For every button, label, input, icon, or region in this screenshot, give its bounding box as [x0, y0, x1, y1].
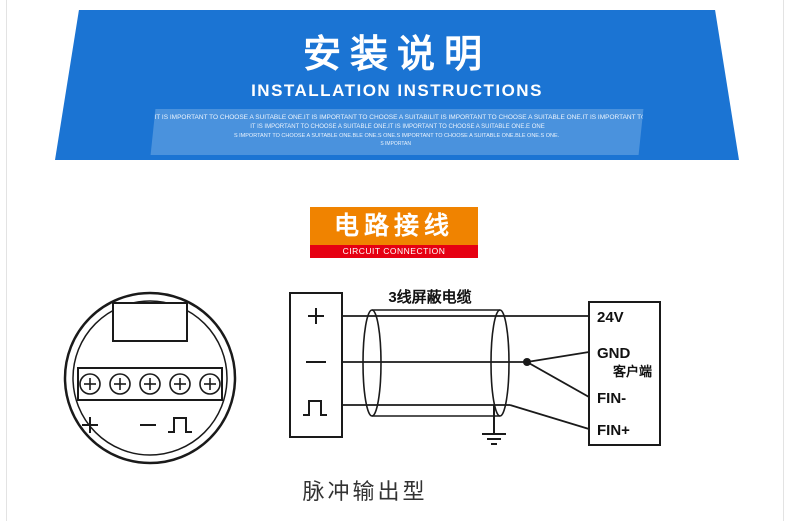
- screw-terminal-icon: [139, 373, 161, 395]
- ground-symbol-icon: [482, 405, 506, 445]
- screw-terminal-icon: [109, 373, 131, 395]
- client-side-label: 客户端: [613, 364, 652, 379]
- screw-terminals: [79, 373, 221, 395]
- shielded-cable: [362, 309, 510, 417]
- fine-print-line-3: S IMPORTANT TO CHOOSE A SUITABLE ONE.BLE…: [233, 133, 560, 140]
- screw-terminal-icon: [169, 373, 191, 395]
- circuit-connection-badge: 电路接线 CIRCUIT CONNECTION: [310, 207, 478, 258]
- wire-to-gnd: [526, 351, 590, 363]
- screw-terminal-icon: [199, 373, 221, 395]
- banner-title-en: INSTALLATION INSTRUCTIONS: [251, 81, 543, 100]
- cable-left-end: [362, 309, 382, 417]
- transmitter-head-view: [63, 291, 237, 465]
- transmitter-terminal-box: [289, 292, 343, 438]
- terminal-label-fin-minus: FIN-: [597, 390, 626, 407]
- plus-terminal-icon: [308, 308, 324, 324]
- gauge-inner-circle: [72, 300, 228, 456]
- banner-fine-print: IT IS IMPORTANT TO CHOOSE A SUITABLE ONE…: [150, 109, 644, 155]
- gauge-plus-symbol: [82, 417, 98, 433]
- wiring-diagram: 3线屏蔽电缆 24V GND FIN- FIN+ 客户端: [63, 288, 661, 465]
- terminal-label-fin-plus: FIN+: [597, 422, 630, 439]
- wire-to-fin-minus: [526, 361, 590, 398]
- pulse-terminal-icon: [303, 400, 327, 416]
- client-terminal-box: 24V GND FIN- FIN+ 客户端: [588, 301, 661, 446]
- badge-title-en: CIRCUIT CONNECTION: [310, 245, 478, 258]
- wire-to-fin-plus: [509, 404, 590, 430]
- banner-title-cn: 安装说明: [302, 34, 491, 76]
- page-edge-left: [6, 0, 7, 521]
- terminal-label-24v: 24V: [597, 309, 624, 326]
- cable-label: 3线屏蔽电缆: [388, 288, 471, 306]
- diagram-caption: 脉冲输出型: [302, 479, 428, 504]
- fine-print-line-1: IT IS IMPORTANT TO CHOOSE A SUITABLE ONE…: [154, 114, 644, 121]
- terminal-label-gnd: GND: [597, 345, 631, 362]
- wires: [342, 315, 590, 430]
- client-box-outline: [588, 301, 661, 446]
- wire-junction-dot: [523, 358, 531, 366]
- gauge-outer-circle: [63, 291, 237, 465]
- screw-terminal-icon: [79, 373, 101, 395]
- cable-right-end: [490, 309, 510, 417]
- gauge-pulse-symbol: [168, 417, 192, 433]
- fine-print-line-2: IT IS IMPORTANT TO CHOOSE A SUITABLE ONE…: [250, 124, 545, 131]
- badge-title-cn: 电路接线: [310, 207, 478, 245]
- gauge-top-block: [112, 302, 188, 342]
- page-edge-right: [783, 0, 784, 521]
- fine-print-line-4: S IMPORTAN: [380, 140, 411, 147]
- terminal-box-outline: [289, 292, 343, 438]
- installation-banner: 安装说明 INSTALLATION INSTRUCTIONS IT IS IMP…: [55, 10, 739, 160]
